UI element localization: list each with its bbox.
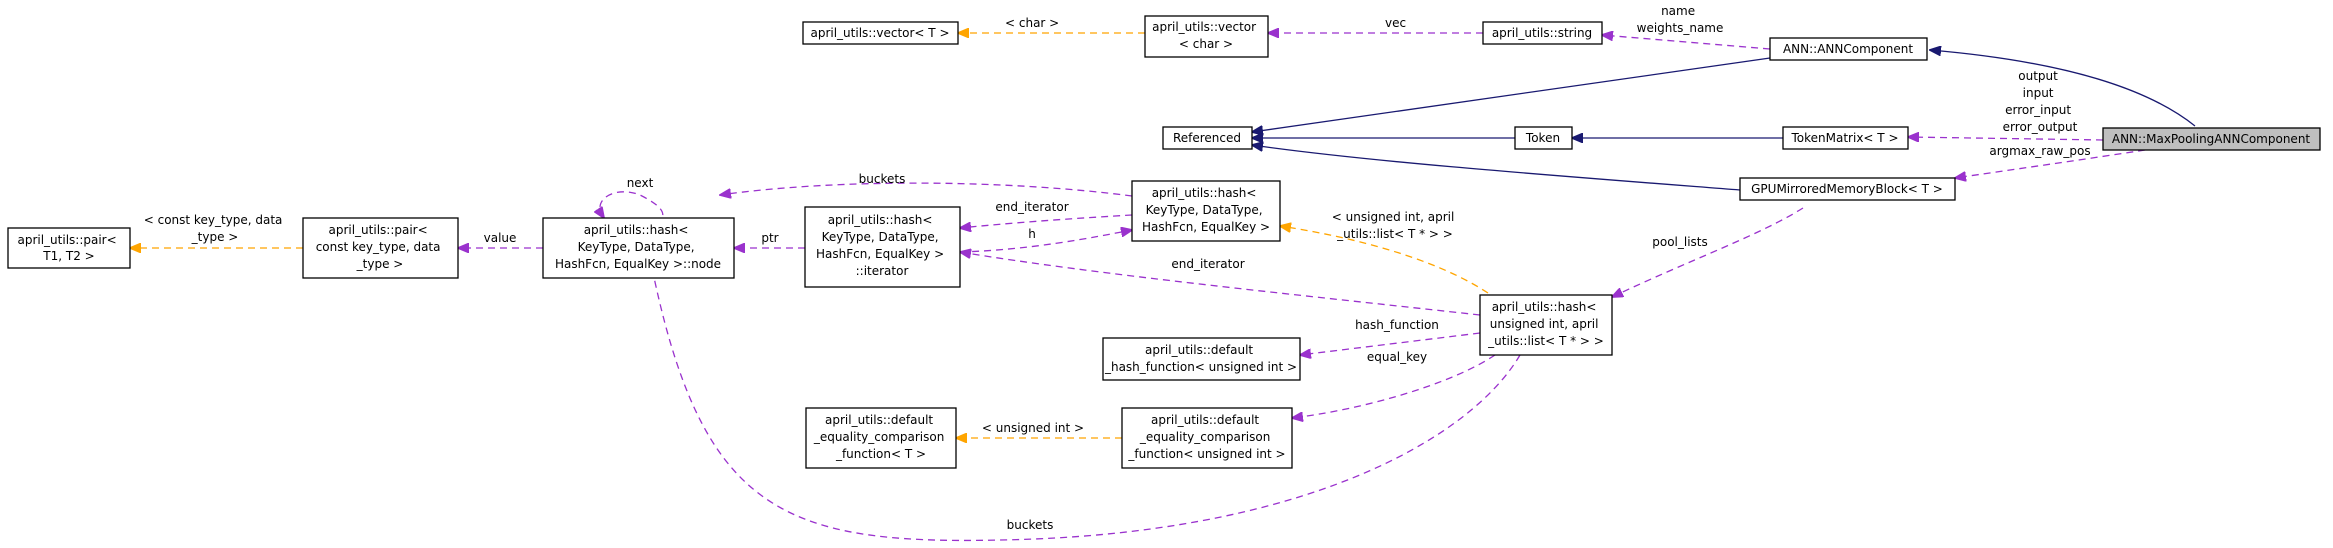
edge-labels: < char > vec name weights_name output in… <box>144 4 2091 532</box>
edge-node-self-next <box>599 191 664 219</box>
node-hash-uint-list[interactable]: april_utils::hash< unsigned int, april _… <box>1479 294 1613 356</box>
svg-text:april_utils::vector< T >: april_utils::vector< T > <box>810 26 949 40</box>
edge-hashuint-to-iterator-end <box>960 252 1481 316</box>
svg-text:TokenMatrix< T >: TokenMatrix< T > <box>1791 131 1899 145</box>
svg-text:april_utils::hash< uns: april_utils::hash< unsigned int, april _… <box>1487 300 1604 348</box>
svg-text:april_utils::default _: april_utils::default _equality_compariso… <box>1127 413 1285 461</box>
edge-anncomponent-to-referenced <box>1252 57 1771 132</box>
node-default-equality-uint[interactable]: april_utils::default _equality_compariso… <box>1121 407 1293 469</box>
edge-label-next: next <box>627 176 654 190</box>
edge-label-const-key: < const key_type, data _type > <box>144 213 286 244</box>
edge-label-end-iterator-mid: end_iterator <box>1171 257 1244 271</box>
edge-label-hash-function: hash_function <box>1355 318 1439 332</box>
edge-label-buckets-bottom: buckets <box>1007 518 1054 532</box>
edge-maxpooling-tokenmatrix <box>1908 137 2104 140</box>
edge-hashuint-to-hash <box>1280 226 1489 294</box>
svg-text:april_utils::pair< T1,: april_utils::pair< T1, T2 > <box>17 233 120 263</box>
edge-label-vec: vec <box>1385 16 1406 30</box>
node-vector-t[interactable]: april_utils::vector< T > <box>802 21 959 45</box>
edge-hashuint-to-defaulteq <box>1292 354 1496 418</box>
edge-label-equal-key: equal_key <box>1367 350 1427 364</box>
node-default-hash-function[interactable]: april_utils::default _hash_function< uns… <box>1102 337 1301 381</box>
edge-label-h: h <box>1028 227 1036 241</box>
edge-label-ptr: ptr <box>761 231 778 245</box>
edge-label-name: name weights_name <box>1637 4 1724 35</box>
edge-label-pool-lists: pool_lists <box>1652 235 1708 249</box>
edge-iterator-to-hash-h <box>959 230 1132 253</box>
edge-hash-to-node-buckets <box>720 182 1133 196</box>
svg-text:april_utils::hash< Key: april_utils::hash< KeyType, DataType, Ha… <box>555 223 721 271</box>
svg-text:Referenced: Referenced <box>1173 131 1241 145</box>
edge-label-tokenmatrix-fields: output input error_input error_output <box>2003 69 2078 134</box>
svg-text:april_utils::default _: april_utils::default _equality_compariso… <box>813 413 948 461</box>
edge-hash-to-iterator-end <box>960 214 1133 228</box>
edge-hashuint-to-defaulthash <box>1300 332 1481 355</box>
edge-label-uint-list: < unsigned int, april _utils::list< T * … <box>1332 210 1458 241</box>
svg-text:april_utils::vector <: april_utils::vector < char > <box>1152 20 1260 51</box>
node-hash-node[interactable]: april_utils::hash< KeyType, DataType, Ha… <box>542 217 735 279</box>
node-maxpooling-ann-component[interactable]: ANN::MaxPoolingANNComponent <box>2102 127 2321 151</box>
edges <box>130 33 2196 542</box>
svg-text:GPUMirroredMemoryBlock< T >: GPUMirroredMemoryBlock< T > <box>1751 182 1943 196</box>
svg-text:april_utils::default _: april_utils::default _hash_function< uns… <box>1104 343 1297 374</box>
edge-node-self-next-head <box>600 212 604 218</box>
edge-gpublock-to-referenced <box>1252 145 1741 191</box>
node-pair-t[interactable]: april_utils::pair< T1, T2 > <box>7 227 131 269</box>
edge-string-to-anncomponent <box>1602 35 1771 50</box>
edge-hashuint-to-gpublock <box>1612 207 1804 297</box>
node-default-equality-t[interactable]: april_utils::default _equality_compariso… <box>805 407 957 469</box>
edge-maxpooling-to-anncomponent <box>1930 50 2196 127</box>
svg-text:ANN::MaxPoolingANNComponent: ANN::MaxPoolingANNComponent <box>2112 132 2311 146</box>
edge-label-end-iterator-top: end_iterator <box>995 200 1068 214</box>
edge-maxpooling-gpublock <box>1955 149 2146 178</box>
svg-text:Token: Token <box>1525 131 1560 145</box>
node-hash-iterator[interactable]: april_utils::hash< KeyType, DataType, Ha… <box>804 206 961 288</box>
node-pair-const[interactable]: april_utils::pair< const key_type, data … <box>302 217 459 279</box>
node-vector-char[interactable]: april_utils::vector < char > <box>1144 15 1269 58</box>
edge-hashuint-to-node-buckets <box>650 258 1521 542</box>
edge-label-value: value <box>484 231 517 245</box>
edge-label-char: < char > <box>1005 16 1059 30</box>
node-gpu-mirrored-memory-block[interactable]: GPUMirroredMemoryBlock< T > <box>1739 177 1956 201</box>
edge-label-buckets-top: buckets <box>859 172 906 186</box>
edge-label-unsigned-int: < unsigned int > <box>982 421 1084 435</box>
node-ann-component[interactable]: ANN::ANNComponent <box>1769 37 1928 61</box>
svg-text:april_utils::hash< Key: april_utils::hash< KeyType, DataType, Ha… <box>1142 186 1270 234</box>
svg-text:april_utils::hash< Key: april_utils::hash< KeyType, DataType, Ha… <box>816 213 948 278</box>
svg-text:april_utils::string: april_utils::string <box>1492 26 1592 40</box>
node-referenced[interactable]: Referenced <box>1162 126 1253 150</box>
node-string[interactable]: april_utils::string <box>1482 21 1603 45</box>
node-hash[interactable]: april_utils::hash< KeyType, DataType, Ha… <box>1131 180 1281 242</box>
node-token[interactable]: Token <box>1514 126 1573 150</box>
node-token-matrix[interactable]: TokenMatrix< T > <box>1782 126 1909 150</box>
nodes: april_utils::vector< T > april_utils::ve… <box>7 15 2321 469</box>
svg-text:april_utils::pair< con: april_utils::pair< const key_type, data … <box>316 223 445 271</box>
edge-label-argmax: argmax_raw_pos <box>1989 144 2090 158</box>
svg-text:ANN::ANNComponent: ANN::ANNComponent <box>1783 42 1913 56</box>
